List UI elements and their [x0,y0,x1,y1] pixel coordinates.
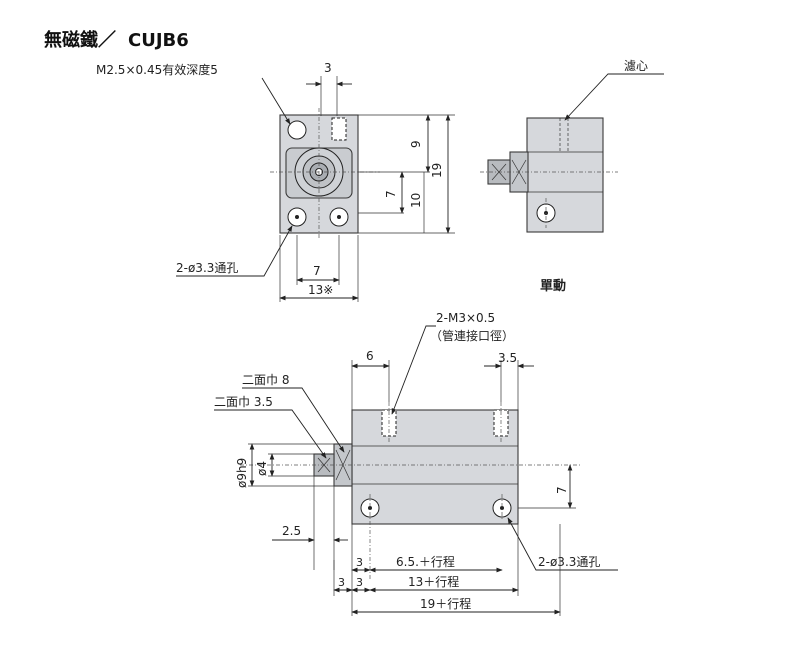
title-cjk: 無磁鐵／ [44,29,116,51]
filter-label: 濾心 [624,58,648,73]
flats-3-5-label: 二面巾 3.5 [214,395,273,409]
flats-8-label: 二面巾 8 [242,373,289,387]
dim-top-3: 3 [324,61,332,75]
dim-phi4: ø4 [255,461,269,476]
port-thread-label: 2-M3×0.5 [436,311,495,325]
dim-3-a: 3 [356,556,363,569]
thread-port-right [331,117,347,141]
bottom-holes-label: 2-ø3.3通孔 [538,555,600,569]
bottom-body [351,409,519,525]
dim-3-c: 3 [356,576,363,589]
dim-6: 6 [366,349,374,363]
dim-3-5-top: 3.5 [498,351,517,365]
dim-9: 9 [409,140,423,148]
bottom-view: 2-M3×0.5 （管連接口徑） 6 3.5 二面巾 8 二面巾 3.5 ø9h… [214,311,618,616]
front-view: 3 M2.5×0.45有效深度5 9 19 7 10 2-ø3.3通孔 7 13… [96,61,455,302]
dim-10: 10 [409,193,423,208]
dim-13-stroke: 13＋行程 [408,574,459,589]
action-label: 單動 [540,278,566,294]
thread-label: M2.5×0.45有效深度5 [96,62,218,77]
dim-phi9: ø9h9 [235,458,249,488]
port-note-label: （管連接口徑） [430,328,514,343]
dim-19-stroke: 19＋行程 [420,596,471,611]
dim-19: 19 [430,163,444,178]
dim-7-horizontal: 7 [313,264,321,278]
page-title: 無磁鐵／ CUJB6 [44,29,189,51]
side-view: 濾心 單動 [480,58,664,294]
front-holes-label: 2-ø3.3通孔 [176,261,238,275]
dim-6-5-stroke: 6.5.＋行程 [396,554,455,569]
dim-7-vertical: 7 [384,190,398,198]
title-model: CUJB6 [128,30,189,51]
dim-3-b: 3 [338,576,345,589]
dim-13: 13※ [308,283,333,297]
thread-port-left [287,120,307,140]
dim-7: 7 [555,486,569,494]
dim-2-5: 2.5 [282,524,301,538]
